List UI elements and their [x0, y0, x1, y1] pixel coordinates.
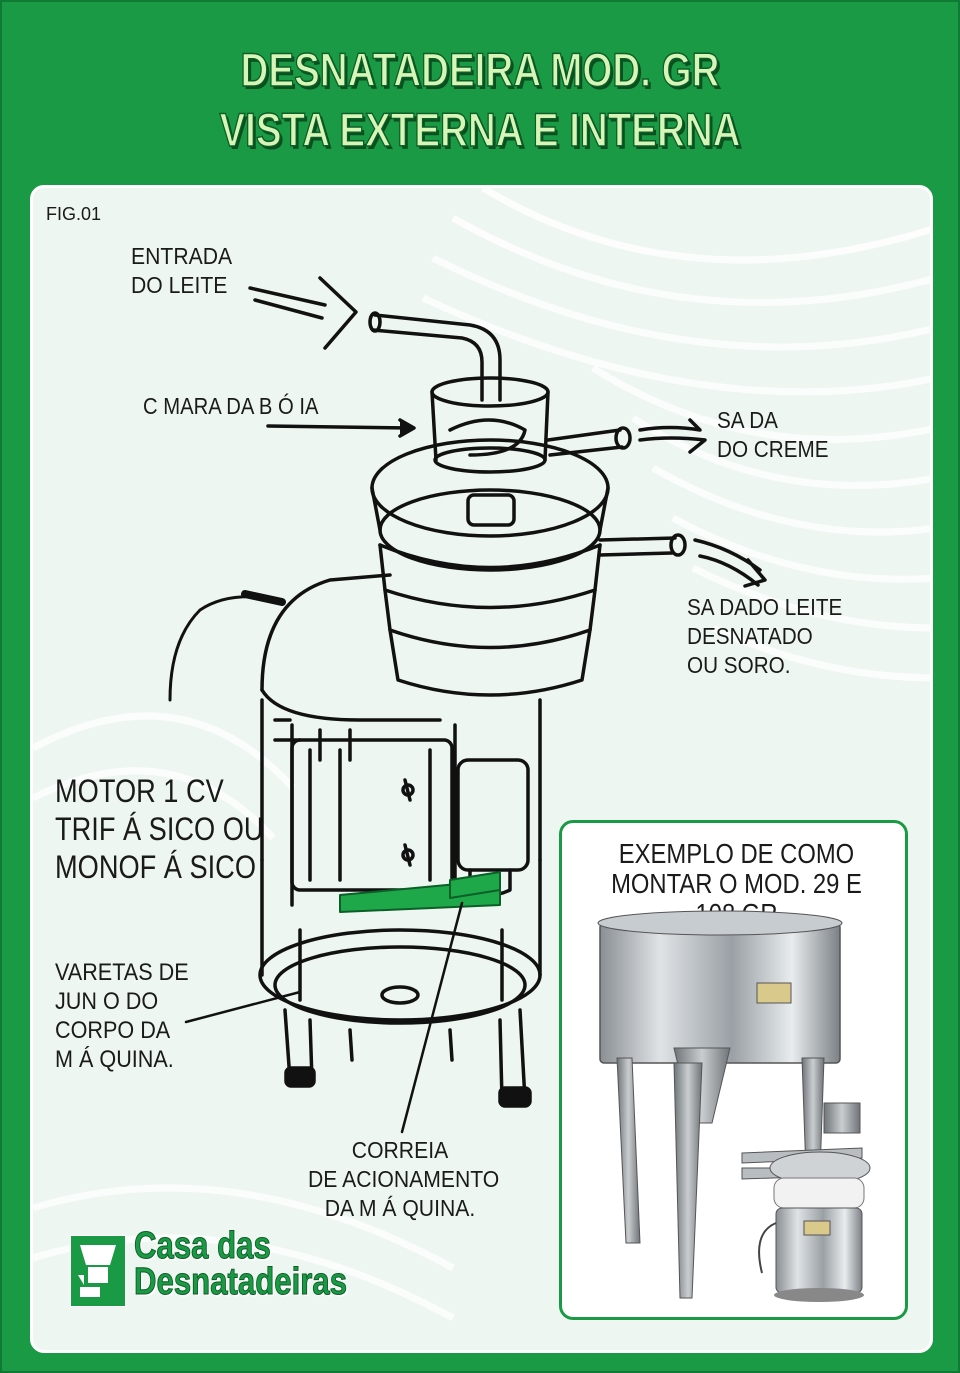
skim-outlet-arrow-icon [693, 538, 767, 588]
label-leite-line-3: OU SORO. [687, 652, 791, 678]
label-creme-line-2: DO CREME [717, 436, 829, 462]
inset-title-line-1: EXEMPLO DE COMO [618, 838, 855, 869]
label-varetas-line-1: VARETAS DE [55, 959, 189, 986]
label-leite-line-1: SA DADO LEITE [687, 594, 843, 620]
title-line-1: DESNATADEIRA MOD. GR [240, 42, 720, 97]
title-line-2: VISTA EXTERNA E INTERNA [219, 102, 741, 157]
label-camara-da-boia: C MARA DA B Ó IA [143, 393, 319, 419]
inset-photo [597, 910, 871, 1302]
label-correia-line-1: CORREIA [351, 1137, 449, 1163]
brand-name-line-2: Desnatadeiras [134, 1261, 348, 1303]
varetas-pointer [184, 990, 302, 1024]
label-correia-line-3: DA M Á QUINA. [324, 1195, 476, 1221]
correia-pointer [400, 901, 464, 1134]
skim-outlet-pipe [598, 536, 677, 557]
brand-logo-icon [70, 1235, 126, 1307]
label-entrada-do-leite: ENTRADA DO LEITE [131, 242, 232, 300]
label-varetas-line-2: JUN O DO [55, 988, 159, 1015]
background-stripes [33, 188, 930, 1322]
label-saida-do-leite: SA DADO LEITE DESNATADO OU SORO. [687, 593, 842, 680]
inset-example-box: EXEMPLO DE COMO MONTAR O MOD. 29 E 108 G… [559, 820, 908, 1320]
tank [599, 922, 841, 1064]
label-motor-line-3: MONOF Á SICO [55, 849, 256, 885]
inlet-pipe [371, 313, 502, 402]
label-motor-line-2: TRIF Á SICO OU [55, 811, 264, 847]
label-saida-do-creme: SA DA DO CREME [717, 406, 829, 464]
label-leite-line-2: DESNATADO [687, 623, 813, 649]
label-varetas: VARETAS DE JUN O DO CORPO DA M Á QUINA. [55, 958, 189, 1074]
brand-name-line-1: Casa das [134, 1225, 272, 1267]
label-creme-line-1: SA DA [717, 407, 778, 433]
label-motor: MOTOR 1 CV TRIF Á SICO OU MONOF Á SICO [55, 772, 264, 886]
cream-outlet-arrow-icon [638, 418, 707, 454]
camara-pointer [266, 424, 414, 430]
label-motor-line-1: MOTOR 1 CV [55, 773, 224, 809]
inlet-arrow-icon [248, 276, 358, 350]
label-entrada-line-1: ENTRADA [131, 243, 233, 269]
label-entrada-line-2: DO LEITE [131, 272, 228, 298]
label-varetas-line-3: CORPO DA [55, 1017, 171, 1044]
figure-id: FIG.01 [46, 204, 102, 224]
label-correia: CORREIA DE ACIONAMENTO DA M Á QUINA. [308, 1136, 500, 1223]
brand-name: Casa das Desnatadeiras [134, 1225, 348, 1303]
label-correia-line-2: DE ACIONAMENTO [308, 1166, 500, 1192]
cream-outlet-pipe [546, 428, 624, 457]
label-varetas-line-4: M Á QUINA. [55, 1046, 174, 1073]
